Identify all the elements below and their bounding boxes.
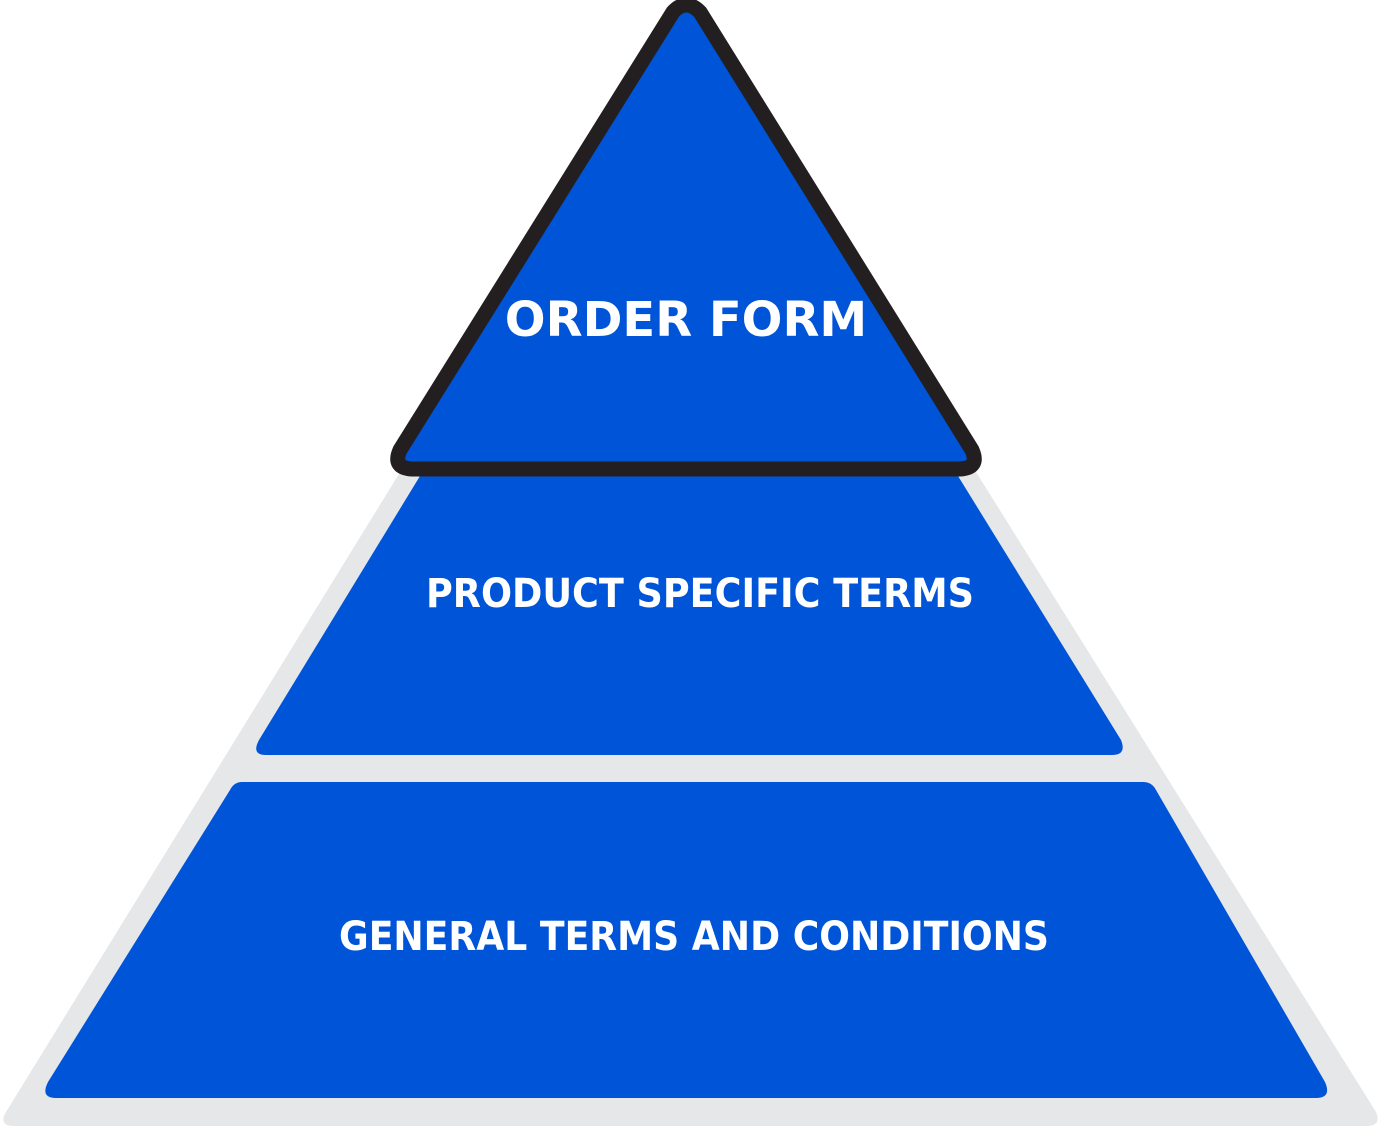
tier-general-terms-and-conditions — [45, 782, 1328, 1098]
label-product-specific-terms: PRODUCT SPECIFIC TERMS — [426, 571, 974, 617]
label-general-terms-and-conditions: GENERAL TERMS AND CONDITIONS — [339, 914, 1049, 960]
label-order-form: ORDER FORM — [505, 292, 867, 348]
tier-order-form — [390, 0, 982, 477]
tier-product-specific-terms — [256, 476, 1123, 755]
